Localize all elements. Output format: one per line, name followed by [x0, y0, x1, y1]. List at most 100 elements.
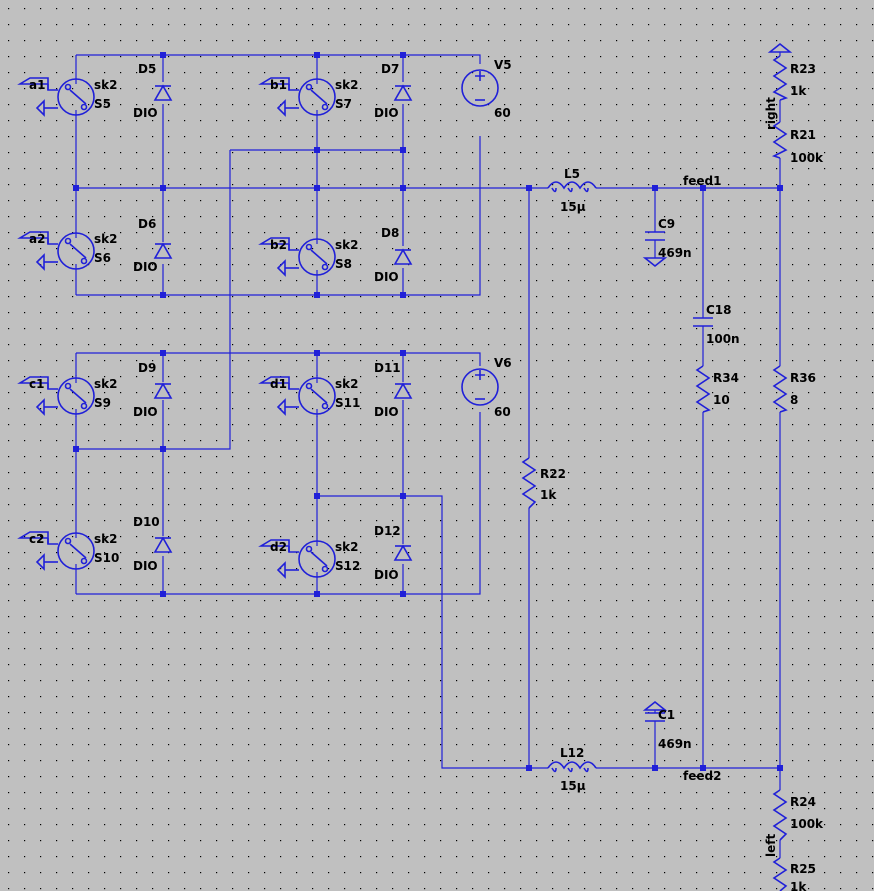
- resistor-name: R22: [540, 467, 566, 481]
- diode-D10: D10 DIO: [133, 515, 173, 573]
- switch-name: S8: [335, 257, 352, 271]
- resistor-R36: R36 8: [772, 365, 816, 413]
- source-V6: V6 60: [461, 356, 512, 419]
- switch-name: S12: [335, 559, 360, 573]
- capacitor-name: C9: [658, 217, 675, 231]
- switch-model: sk2: [335, 78, 358, 92]
- resistor-R22: R22 1k: [521, 457, 566, 509]
- source-name: V5: [494, 58, 512, 72]
- capacitor-value: 469n: [658, 737, 692, 751]
- resistor-name: R21: [790, 128, 816, 142]
- diode-name: D5: [138, 62, 156, 76]
- resistor-name: R23: [790, 62, 816, 76]
- diode-value: DIO: [133, 106, 158, 120]
- switch-name: S9: [94, 396, 111, 410]
- net-label-feed2: feed2: [683, 769, 721, 783]
- port-label: d1: [270, 377, 287, 391]
- port-flag-icon: [258, 237, 290, 250]
- diode-value: DIO: [133, 260, 158, 274]
- diode-name: D8: [381, 226, 399, 240]
- diode-D11: D11 DIO: [374, 361, 413, 419]
- port-flag-icon: [258, 376, 290, 389]
- inductor-value: 15µ: [560, 779, 586, 793]
- resistor-name: R34: [713, 371, 739, 385]
- switch-S8: b2 sk2 S8: [258, 236, 358, 278]
- net-label-right: right: [764, 97, 778, 130]
- switch-S12: d2 sk2 S12: [258, 538, 360, 580]
- switch-name: S11: [335, 396, 360, 410]
- net-label-feed1: feed1: [683, 174, 721, 188]
- capacitor-C1: C1 469n: [642, 700, 692, 751]
- capacitor-C9: C9 469n: [642, 217, 692, 268]
- resistor-value: 100k: [790, 151, 824, 165]
- inductor-L5: L5 15µ: [547, 167, 597, 214]
- resistor-value: 1k: [790, 880, 807, 891]
- port-label: c1: [29, 377, 44, 391]
- diode-value: DIO: [133, 405, 158, 419]
- ground-icon: [642, 700, 668, 711]
- resistor-value: 8: [790, 393, 798, 407]
- diode-value: DIO: [374, 106, 399, 120]
- port-label: b1: [270, 78, 287, 92]
- diode-D7: D7 DIO: [374, 62, 413, 120]
- port-flag-icon: [17, 77, 49, 90]
- diode-value: DIO: [374, 568, 399, 582]
- diode-D12: D12 DIO: [374, 524, 413, 582]
- switch-name: S6: [94, 251, 111, 265]
- resistor-value: 1k: [790, 84, 807, 98]
- capacitor-value: 100n: [706, 332, 740, 346]
- diode-name: D10: [133, 515, 160, 529]
- capacitor-name: C18: [706, 303, 732, 317]
- ground-icon: [642, 257, 668, 268]
- diode-name: D7: [381, 62, 399, 76]
- switch-model: sk2: [335, 540, 358, 554]
- resistor-name: R24: [790, 795, 816, 809]
- diode-name: D11: [374, 361, 401, 375]
- inductor-name: L12: [560, 746, 584, 760]
- port-label: a2: [29, 232, 45, 246]
- resistor-R34: R34 10: [695, 365, 739, 413]
- diode-value: DIO: [133, 559, 158, 573]
- resistor-R24: R24 100k: [772, 789, 824, 841]
- resistor-R21: R21 100k: [771, 121, 824, 165]
- capacitor-value: 469n: [658, 246, 692, 260]
- net-label-left: left: [764, 834, 778, 857]
- source-V5: V5 60: [461, 58, 512, 120]
- diode-D6: D6 DIO: [133, 217, 173, 274]
- port-flag-icon: [17, 231, 49, 244]
- switch-model: sk2: [94, 532, 117, 546]
- switch-model: sk2: [335, 377, 358, 391]
- port-flag-icon: [258, 539, 290, 552]
- port-label: c2: [29, 532, 44, 546]
- switch-name: S10: [94, 551, 119, 565]
- diode-value: DIO: [374, 270, 399, 284]
- switch-S5: a1 sk2 S5: [17, 76, 117, 118]
- switch-model: sk2: [94, 377, 117, 391]
- inductor-L12: L12 15µ: [547, 746, 597, 793]
- diode-value: DIO: [374, 405, 399, 419]
- switch-model: sk2: [94, 232, 117, 246]
- diode-name: D6: [138, 217, 156, 231]
- switch-S9: c1 sk2 S9: [17, 375, 117, 417]
- ground-icon: [767, 42, 793, 53]
- source-name: V6: [494, 356, 512, 370]
- source-value: 60: [494, 405, 511, 419]
- plus-icon: [475, 370, 485, 380]
- switch-S7: b1 sk2 S7: [258, 76, 358, 118]
- port-flag-icon: [17, 531, 49, 544]
- junction-dots: [73, 52, 783, 771]
- switch-model: sk2: [335, 238, 358, 252]
- resistor-value: 100k: [790, 817, 824, 831]
- resistor-value: 10: [713, 393, 730, 407]
- switch-name: S5: [94, 97, 111, 111]
- resistor-R23: R23 1k: [767, 42, 816, 101]
- diode-name: D9: [138, 361, 156, 375]
- switch-S10: c2 sk2 S10: [17, 530, 119, 572]
- port-label: a1: [29, 78, 45, 92]
- inductor-name: L5: [564, 167, 580, 181]
- port-label: b2: [270, 238, 287, 252]
- capacitor-name: C1: [658, 708, 675, 722]
- plus-icon: [475, 71, 485, 81]
- resistor-name: R25: [790, 862, 816, 876]
